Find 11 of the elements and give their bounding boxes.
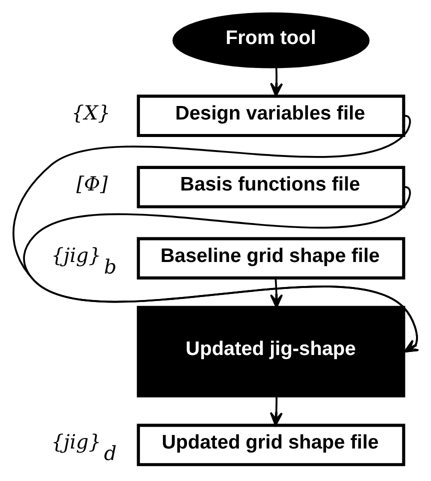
node-label: [Φ] <box>76 172 108 196</box>
arrow <box>270 396 283 426</box>
arrow <box>270 278 283 308</box>
node-box: Updated grid shape file <box>136 424 406 466</box>
node-box: Basis functions file <box>136 166 406 208</box>
node-box: Design variables file <box>136 94 406 138</box>
node-box: Baseline grid shape file <box>136 237 406 280</box>
node-ellipse: From tool <box>172 12 370 68</box>
node-label: {X} <box>71 101 110 124</box>
arrow <box>270 66 283 97</box>
node-box: Updated jig-shape <box>136 306 406 398</box>
